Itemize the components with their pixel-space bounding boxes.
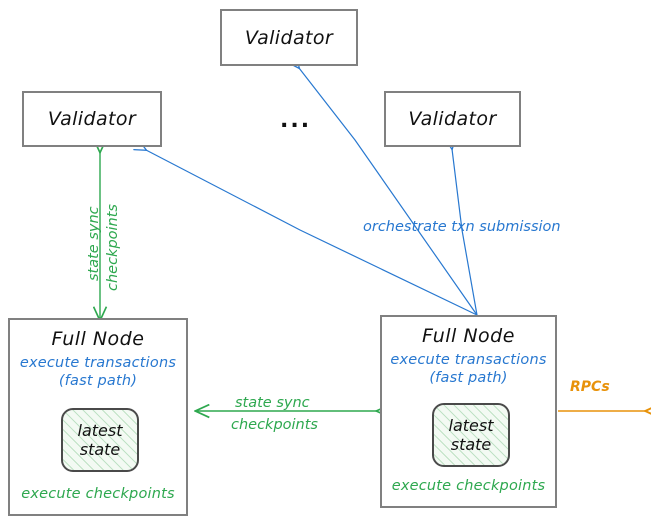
full-node-left-execute-checkpoints: execute checkpoints <box>21 486 175 502</box>
full-node-right-execute-transactions: execute transactions <box>390 352 547 368</box>
full-node-right-latest-state-line1: latest <box>448 416 494 435</box>
full-node-left-title: Full Node <box>51 328 145 350</box>
edge-label-state-sync-vertical-line1: state sync <box>86 206 102 281</box>
validators-ellipsis: ... <box>280 108 312 133</box>
edge-label-state-sync-vertical-line2: checkpoints <box>105 204 121 291</box>
full-node-right-fast-path: (fast path) <box>429 370 508 386</box>
full-node-right-latest-state-line2: state <box>450 435 492 454</box>
validator-top-box[interactable]: Validator <box>220 9 358 66</box>
full-node-left-latest-state-line2: state <box>79 440 121 459</box>
validator-right-box[interactable]: Validator <box>384 91 521 147</box>
full-node-left-latest-state-box: latest state <box>61 408 139 472</box>
edge-orchestrate-to-validator-left <box>146 150 478 316</box>
validator-left-box[interactable]: Validator <box>22 91 162 147</box>
full-node-right-latest-state-box: latest state <box>432 403 510 467</box>
full-node-right-box[interactable]: Full Node execute transactions (fast pat… <box>380 315 557 508</box>
validator-top-label: Validator <box>244 26 334 49</box>
edge-label-state-sync-horizontal-line1: state sync <box>235 395 310 411</box>
validator-right-label: Validator <box>408 108 497 130</box>
validator-left-label: Validator <box>47 108 137 130</box>
edge-label-orchestrate-txn-submission: orchestrate txn submission <box>363 219 561 235</box>
full-node-right-title: Full Node <box>422 325 515 347</box>
full-node-left-latest-state-line1: latest <box>77 421 123 440</box>
edge-label-rpcs: RPCs <box>570 379 610 395</box>
full-node-left-execute-transactions: execute transactions <box>19 355 177 371</box>
full-node-left-fast-path: (fast path) <box>58 373 138 389</box>
edge-orchestrate-to-validator-right <box>452 149 478 316</box>
edge-label-state-sync-horizontal-line2: checkpoints <box>231 417 318 433</box>
full-node-left-box[interactable]: Full Node execute transactions (fast pat… <box>8 318 188 516</box>
full-node-right-execute-checkpoints: execute checkpoints <box>391 478 546 494</box>
edge-orchestrate-to-validator-top <box>299 68 478 316</box>
